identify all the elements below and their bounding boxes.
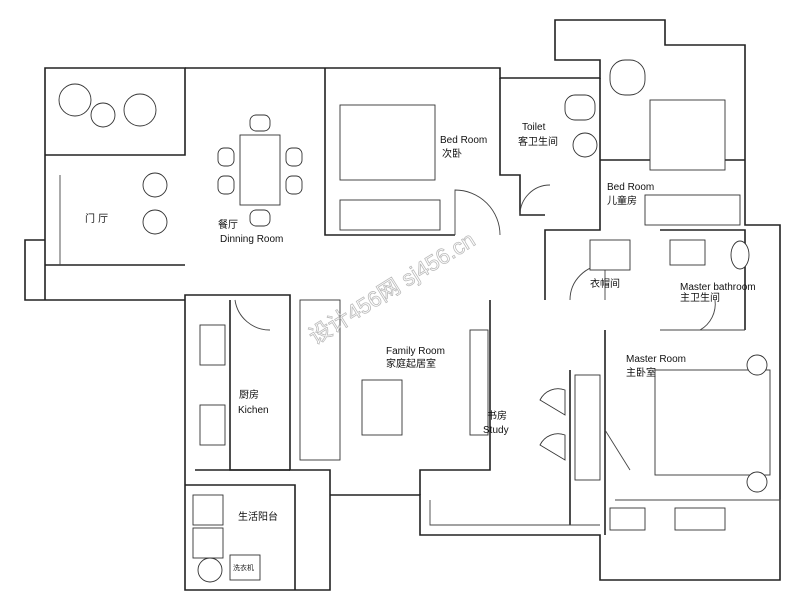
desk [574, 374, 601, 481]
stove-icon [199, 324, 226, 366]
label-entry: 门 厅 [85, 212, 108, 225]
label-dining-en: Dinning Room [220, 234, 283, 245]
bed [649, 99, 726, 171]
label-master-bath-zh: 主卫生间 [680, 291, 720, 304]
plant-icon [58, 83, 92, 117]
label-master-bath-en: Master bathroom [680, 282, 756, 293]
label-kitchen-en: Kichen [238, 405, 269, 416]
label-master-zh: 主卧室 [626, 366, 656, 379]
bathtub-icon [564, 94, 596, 121]
label-master-en: Master Room [626, 354, 686, 365]
washer [229, 554, 261, 581]
label-study-zh: 书房 [487, 409, 507, 422]
label-study-en: Study [483, 425, 509, 436]
label-dining-zh: 餐厅 [218, 218, 238, 231]
walls [24, 19, 781, 591]
label-kitchen-zh: 厨房 [239, 388, 259, 401]
bed [339, 104, 436, 181]
label-family-zh: 家庭起居室 [386, 357, 436, 370]
label-toilet-en: Toilet [522, 122, 546, 133]
label-bedroom-en: Bed Room [440, 135, 487, 146]
label-toilet-zh: 客卫生间 [518, 135, 558, 148]
sofa [299, 299, 341, 461]
label-family-en: Family Room [386, 346, 445, 357]
room-labels: 门 厅 餐厅 Dinning Room Bed Room 次卧 Toilet 客… [85, 122, 756, 572]
master-bed [654, 369, 771, 476]
coffee-table [361, 379, 403, 436]
label-washer: 洗衣机 [233, 563, 254, 572]
watermark: 设计456网 sj456.cn [304, 227, 479, 349]
dining-table [239, 134, 281, 206]
washer-drum-icon [197, 557, 223, 583]
toilet-icon [730, 240, 750, 270]
sink-icon [199, 404, 226, 446]
label-closet: 衣帽间 [590, 277, 620, 290]
label-utility-balcony: 生活阳台 [238, 510, 278, 523]
label-kids-en: Bed Room [607, 182, 654, 193]
furniture [58, 59, 771, 583]
label-bedroom-zh: 次卧 [442, 147, 462, 160]
label-kids-zh: 儿童房 [607, 194, 637, 207]
